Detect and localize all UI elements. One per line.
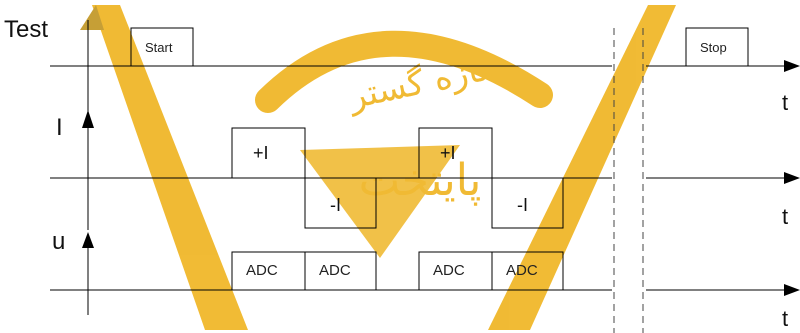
watermark: سازه گستر پایتخت (80, 5, 676, 330)
watermark-left-band (92, 5, 248, 330)
pulse-label-4: -I (517, 195, 528, 215)
time-label-current: t (782, 204, 789, 229)
start-label: Start (145, 40, 173, 55)
current-pulse-4 (491, 177, 564, 229)
pulse-label-3: +I (440, 143, 456, 163)
voltage-axis (82, 232, 94, 315)
time-label-test: t (782, 90, 789, 115)
pulse-label-2: -I (330, 195, 341, 215)
test-channel-label: Test (4, 16, 49, 43)
time-label-voltage: t (782, 306, 789, 331)
current-channel-label: I (56, 114, 63, 141)
voltage-axis-arrowhead (82, 232, 94, 248)
current-pulse-3 (418, 127, 493, 179)
current-time-arrowhead (784, 172, 800, 184)
watermark-arrow-decor (80, 5, 104, 30)
current-axis (82, 110, 94, 230)
pulse-label-1: +I (253, 143, 269, 163)
adc-box-2 (304, 251, 377, 291)
watermark-arc (255, 30, 553, 113)
stop-pulse (685, 27, 749, 67)
adc-label-1: ADC (246, 262, 278, 279)
adc-label-3: ADC (433, 262, 465, 279)
stop-label: Stop (700, 40, 727, 55)
current-axis-arrowhead (82, 110, 94, 128)
adc-label-4: ADC (506, 262, 538, 279)
adc-label-2: ADC (319, 262, 351, 279)
voltage-time-arrowhead (784, 284, 800, 296)
adc-box-4 (491, 251, 564, 291)
current-pulse-2 (304, 177, 377, 229)
voltage-channel-label: u (52, 228, 66, 255)
current-pulse-1 (231, 127, 306, 179)
start-pulse (130, 27, 194, 67)
watermark-text-line2: پایتخت (359, 155, 482, 206)
watermark-right-band (488, 5, 676, 330)
test-time-arrowhead (784, 60, 800, 72)
watermark-center-shape (300, 145, 460, 258)
